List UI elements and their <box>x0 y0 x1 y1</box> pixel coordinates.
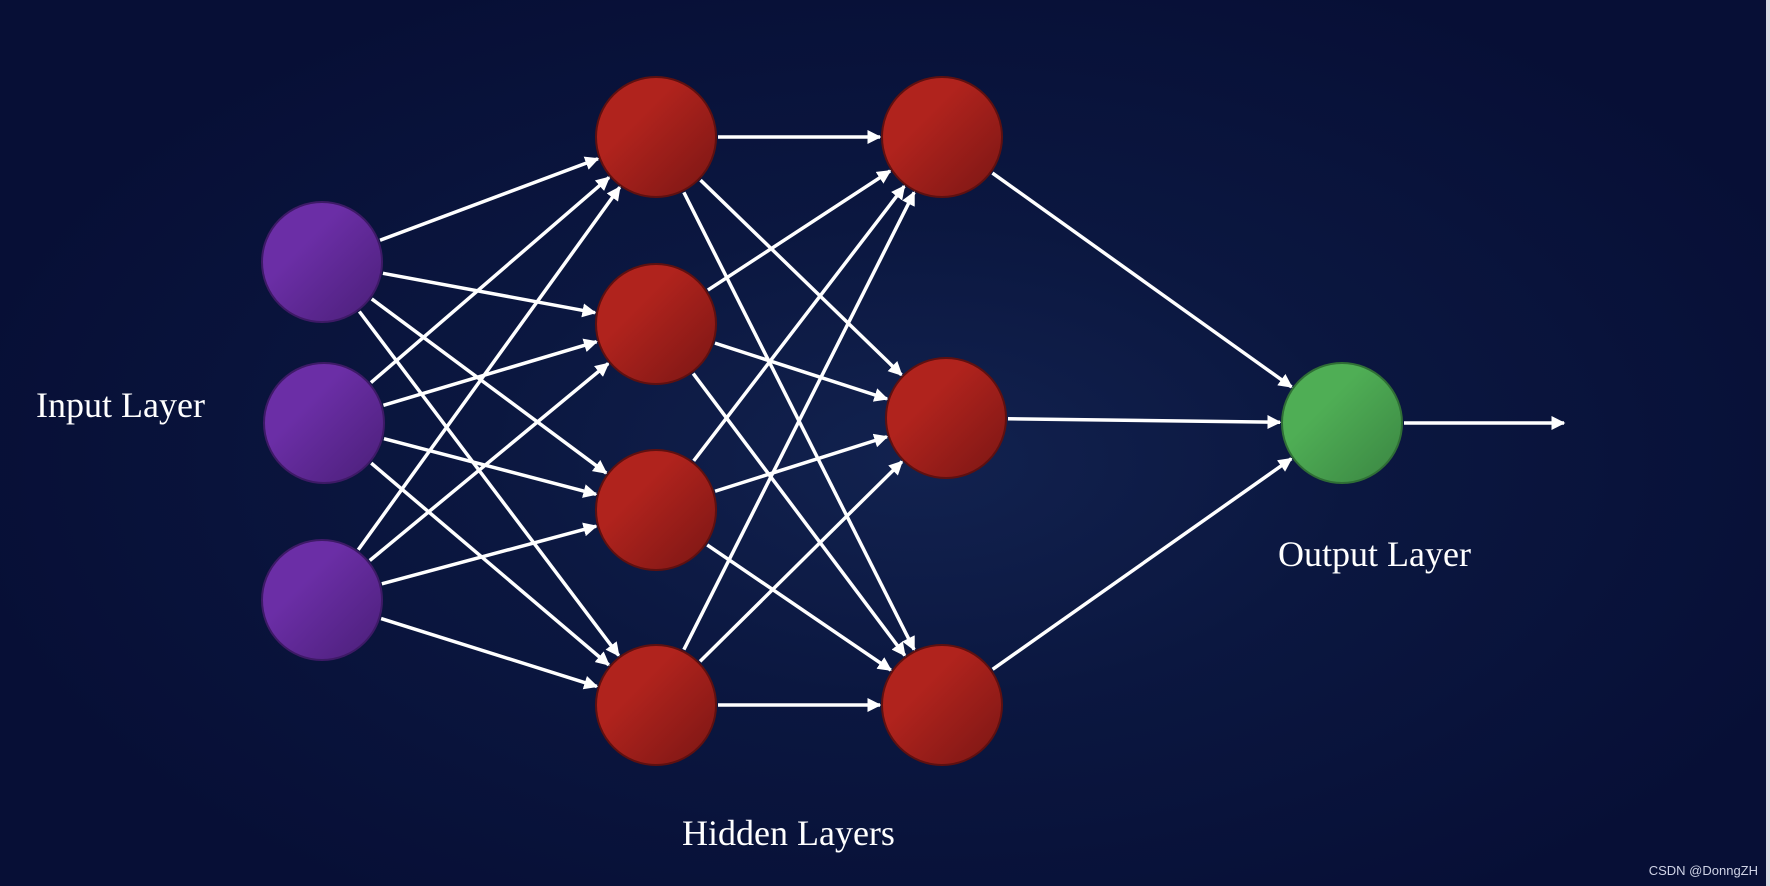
connection-input-1-to-hidden-1-1 <box>379 156 600 242</box>
connections <box>356 130 1566 712</box>
input-node-1 <box>261 201 383 323</box>
watermark: CSDN @DonngZH <box>1648 863 1758 878</box>
connection-input-3-to-hidden-1-1 <box>356 186 622 551</box>
connection-input-3-to-hidden-1-3 <box>381 522 598 586</box>
hidden-2-node-3 <box>881 644 1003 766</box>
connection-input-1-to-hidden-1-4 <box>357 310 621 657</box>
hidden-1-node-2 <box>595 263 717 385</box>
connection-input-2-to-hidden-1-2 <box>382 338 598 407</box>
connection-input-1-to-hidden-1-3 <box>370 297 608 475</box>
hidden-2-node-2 <box>885 357 1007 479</box>
connection-hidden-1-2-to-hidden-2-3 <box>691 372 907 657</box>
connection-hidden-1-3-to-hidden-2-2 <box>714 433 889 493</box>
hidden-1-node-3 <box>595 449 717 571</box>
connection-input-1-to-hidden-1-2 <box>382 271 597 318</box>
input-node-2 <box>263 362 385 484</box>
connection-hidden-1-2-to-hidden-2-1 <box>706 169 892 292</box>
connection-input-2-to-hidden-1-1 <box>369 176 611 384</box>
connection-hidden-1-3-to-hidden-2-1 <box>692 185 906 462</box>
hidden-2-node-1 <box>881 76 1003 198</box>
connection-hidden-2-2-to-output-1 <box>1007 415 1282 430</box>
nodes <box>261 76 1403 766</box>
output-node-1 <box>1281 362 1403 484</box>
input-node-3 <box>261 539 383 661</box>
connection-hidden-2-1-to-output-1 <box>991 171 1293 389</box>
connection-hidden-1-2-to-hidden-2-2 <box>714 341 889 402</box>
connection-hidden-1-4-to-hidden-2-1 <box>682 191 916 651</box>
connection-hidden-2-3-to-output-1 <box>991 457 1293 671</box>
page-edge <box>1766 0 1770 886</box>
connection-hidden-1-3-to-hidden-2-3 <box>706 543 892 672</box>
hidden-1-node-1 <box>595 76 717 198</box>
input-layer-label: Input Layer <box>36 385 205 425</box>
connection-input-3-to-hidden-1-2 <box>368 362 610 562</box>
connection-input-2-to-hidden-1-4 <box>370 461 610 667</box>
hidden-layers-label: Hidden Layers <box>682 813 895 853</box>
connection-input-2-to-hidden-1-3 <box>383 437 598 498</box>
output-layer-label: Output Layer <box>1278 534 1471 574</box>
connection-hidden-1-4-to-hidden-2-2 <box>698 460 904 663</box>
hidden-1-node-4 <box>595 644 717 766</box>
connection-hidden-1-1-to-hidden-2-2 <box>699 178 903 377</box>
connection-input-3-to-hidden-1-4 <box>380 616 599 690</box>
